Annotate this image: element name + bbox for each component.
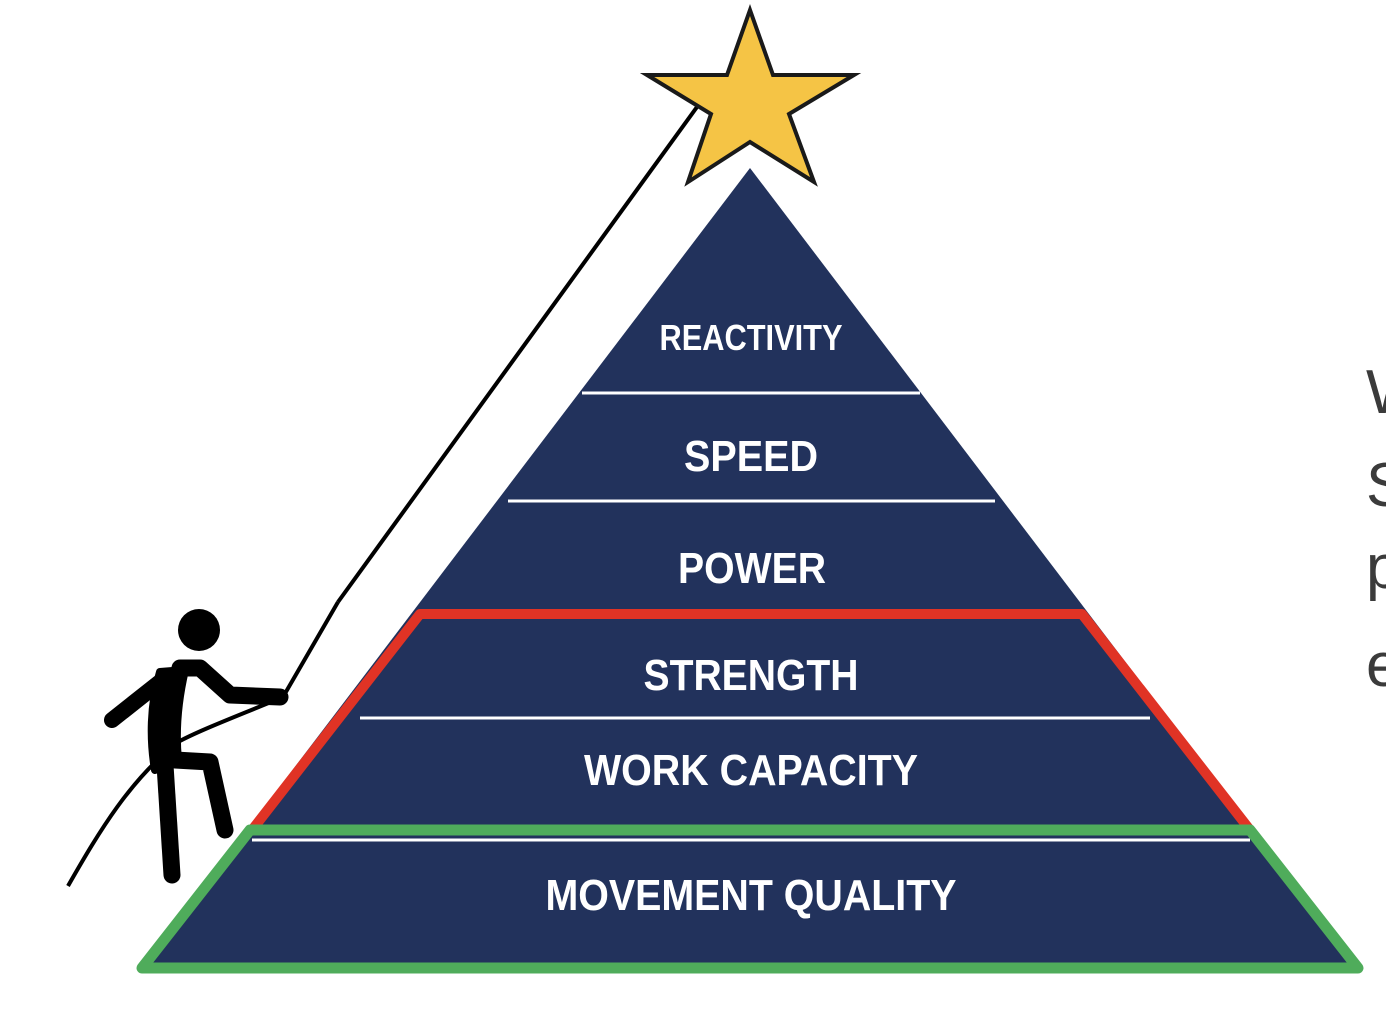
tier-label-movement-quality: MOVEMENT QUALITY (546, 871, 957, 920)
climber-icon (104, 609, 289, 884)
tier-label-speed: SPEED (684, 432, 818, 481)
side-text-line-3: p (1366, 533, 1386, 602)
side-text-line-4: e (1366, 631, 1386, 700)
tier-label-reactivity: REACTIVITY (660, 317, 843, 358)
tier-label-work-capacity: WORK CAPACITY (584, 746, 918, 795)
side-text: W S p e (1366, 358, 1386, 700)
green-outline (136, 824, 1364, 974)
tier-label-strength: STRENGTH (644, 651, 859, 700)
side-text-line-2: S (1366, 451, 1386, 520)
side-text-line-1: W (1366, 358, 1386, 427)
star-icon (639, 4, 862, 187)
pyramid-body (142, 168, 1358, 968)
red-outline (248, 609, 1254, 834)
tier-label-power: POWER (678, 544, 826, 593)
